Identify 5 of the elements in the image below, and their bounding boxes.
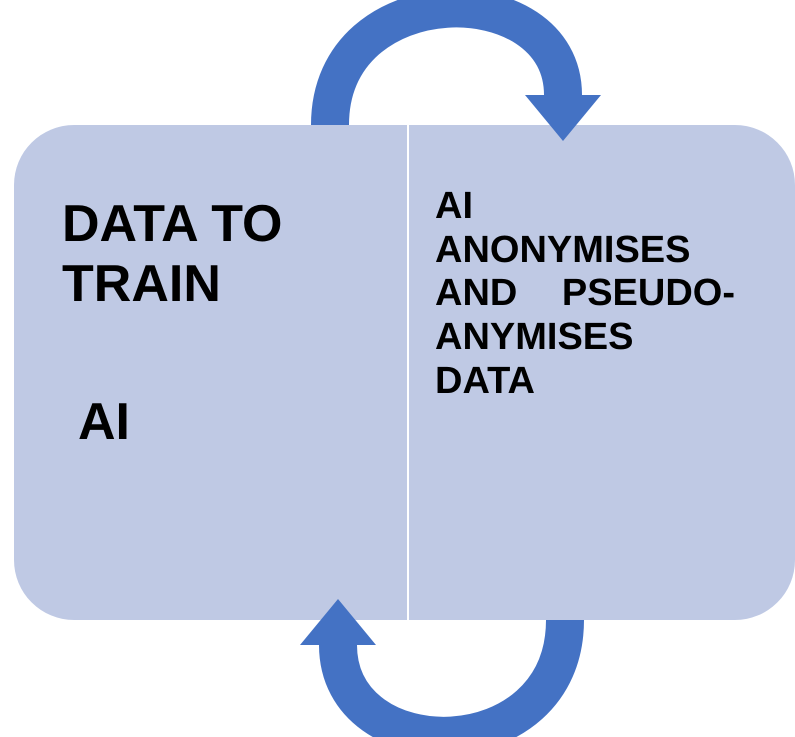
panel-text: AI ANONYMISES AND PSEUDO-ANYMISES DATA: [435, 185, 735, 404]
panel-text: DATA TO TRAIN: [62, 195, 284, 315]
panel-text: AI: [78, 393, 131, 453]
rounded-panel: [14, 125, 408, 620]
rounded-panel: [409, 125, 795, 620]
